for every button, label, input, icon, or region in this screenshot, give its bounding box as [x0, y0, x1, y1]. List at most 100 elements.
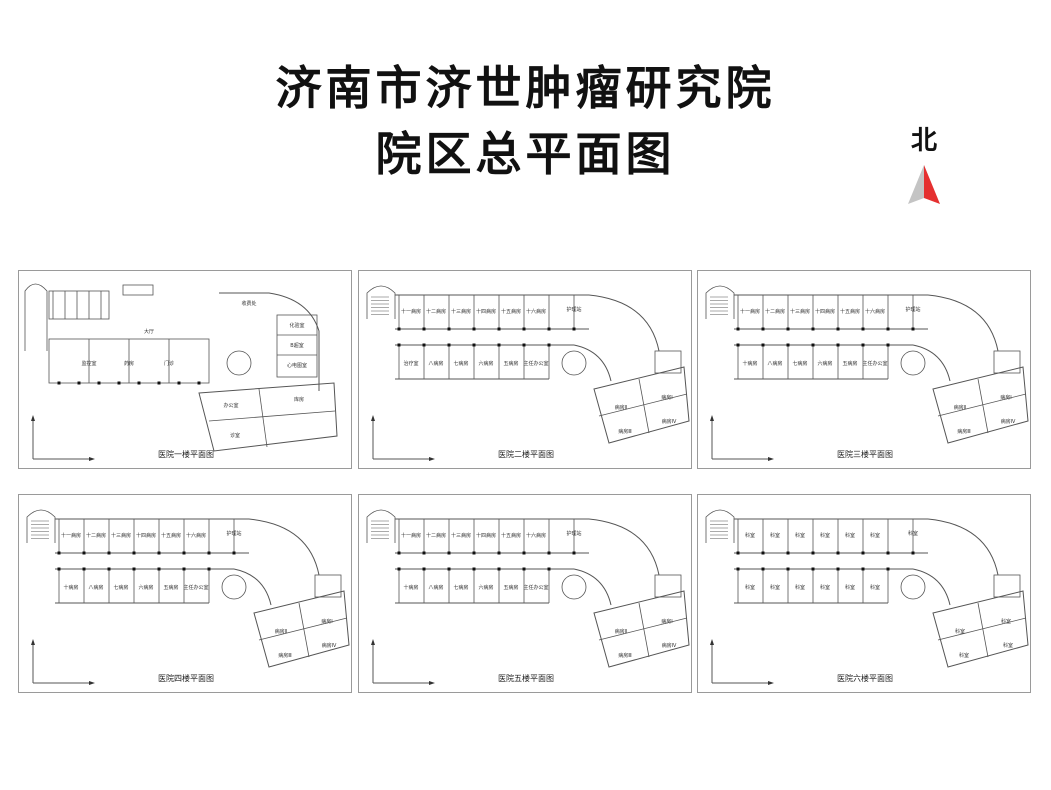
room-label: 监控室	[81, 360, 96, 367]
axis-arrow-icon	[429, 457, 435, 461]
column-marker	[472, 567, 476, 571]
column-marker	[547, 327, 551, 331]
column-marker	[57, 551, 61, 555]
wall-line	[638, 378, 650, 434]
room-label: 大厅	[144, 328, 154, 335]
column-marker	[97, 381, 101, 385]
room-label: 科室	[770, 532, 780, 539]
room-outline	[654, 350, 682, 374]
spiral-stair-outline	[226, 350, 252, 376]
curved-wall	[927, 294, 999, 352]
column-marker	[572, 327, 576, 331]
floorplan-2-drawing: 十一病房十二病房十三病房十四病房十五病房十六病房护理站八病房七病房六病房五病房主…	[366, 285, 690, 461]
room-label: 十四病房	[476, 532, 496, 539]
room-label: 科室	[820, 584, 830, 591]
column-marker	[117, 381, 121, 385]
column-marker	[182, 567, 186, 571]
column-marker	[761, 327, 765, 331]
column-marker	[736, 567, 740, 571]
room-label: 科室	[955, 628, 965, 635]
room-label: 十四病房	[476, 308, 496, 315]
column-marker	[522, 551, 526, 555]
room-label: 病房Ⅱ	[275, 628, 287, 635]
column-marker	[207, 551, 211, 555]
column-marker	[736, 327, 740, 331]
curved-wall	[588, 294, 660, 352]
room-label: 十病房	[742, 360, 757, 367]
room-outline	[314, 574, 342, 598]
room-label: 七病房	[453, 584, 468, 591]
stair-tower-outline	[366, 285, 396, 319]
column-marker	[811, 567, 815, 571]
column-marker	[497, 343, 501, 347]
room-label: 十五病房	[161, 532, 181, 539]
angled-wing-outline	[932, 366, 1029, 444]
floor-plan-2: 十一病房十二病房十三病房十四病房十五病房十六病房护理站八病房七病房六病房五病房主…	[358, 270, 692, 469]
room-label: 科室	[1001, 618, 1011, 625]
stair-tower-outline	[26, 509, 56, 543]
axis-arrow-icon	[371, 415, 375, 421]
floor-plan-5-caption: 医院五楼平面图	[498, 674, 554, 683]
angled-wing-outline	[593, 590, 690, 668]
room-outline	[122, 284, 154, 296]
floor-plan-6-caption: 医院六楼平面图	[837, 674, 893, 683]
room-label: 十五病房	[501, 532, 521, 539]
column-marker	[132, 567, 136, 571]
room-label: 病房Ⅳ	[662, 642, 677, 649]
column-marker	[786, 567, 790, 571]
column-marker	[811, 327, 815, 331]
room-label: 门诊	[164, 360, 174, 367]
room-label: 科室	[770, 584, 780, 591]
floorplan-4-drawing: 十一病房十二病房十三病房十四病房十五病房十六病房护理站八病房七病房六病房五病房主…	[26, 509, 350, 685]
column-marker	[547, 567, 551, 571]
wall-line	[298, 602, 310, 658]
room-label: 六病房	[478, 360, 493, 367]
room-label: 库房	[294, 396, 304, 403]
column-marker	[761, 567, 765, 571]
column-marker	[182, 551, 186, 555]
column-marker	[447, 551, 451, 555]
column-marker	[107, 551, 111, 555]
room-label: 十三病房	[111, 532, 131, 539]
column-marker	[761, 343, 765, 347]
wall-line	[937, 617, 1027, 641]
room-label: 十一病房	[61, 532, 81, 539]
floor-plan-3-caption: 医院三楼平面图	[837, 450, 893, 459]
room-label: 护理站	[566, 530, 581, 537]
column-marker	[232, 551, 236, 555]
column-marker	[836, 343, 840, 347]
column-marker	[836, 551, 840, 555]
column-marker	[157, 567, 161, 571]
column-marker	[157, 381, 161, 385]
floor-plan-4-caption: 医院四楼平面图	[158, 674, 214, 683]
room-label: 五病房	[503, 360, 518, 367]
column-marker	[397, 343, 401, 347]
room-label: 化验室	[289, 322, 304, 329]
wall-line	[598, 393, 688, 417]
curved-wall	[219, 292, 320, 391]
room-label: 十四病房	[815, 308, 835, 315]
room-label: 十二病房	[86, 532, 106, 539]
axis-arrow-icon	[429, 681, 435, 685]
column-marker	[786, 343, 790, 347]
column-marker	[447, 567, 451, 571]
room-label: 病房Ⅰ	[661, 394, 672, 401]
floorplan-1-drawing: 大厅监控室药房门诊收费处化验室B超室心电图室办公室库房诊室	[24, 283, 338, 461]
spiral-stair-outline	[561, 350, 587, 376]
angled-wing-outline	[198, 382, 338, 452]
axis-arrow-icon	[31, 415, 35, 421]
floorplan-5-drawing: 十一病房十二病房十三病房十四病房十五病房十六病房护理站八病房七病房六病房五病房主…	[366, 509, 690, 685]
column-marker	[137, 381, 141, 385]
curved-wall	[912, 568, 951, 606]
column-marker	[197, 381, 201, 385]
spiral-stair-outline	[221, 574, 247, 600]
column-marker	[547, 551, 551, 555]
column-marker	[497, 551, 501, 555]
room-label: 八病房	[428, 584, 443, 591]
column-marker	[736, 343, 740, 347]
room-label: 六病房	[478, 584, 493, 591]
room-label: 科室	[745, 584, 755, 591]
column-marker	[57, 381, 61, 385]
wall-line	[937, 393, 1027, 417]
